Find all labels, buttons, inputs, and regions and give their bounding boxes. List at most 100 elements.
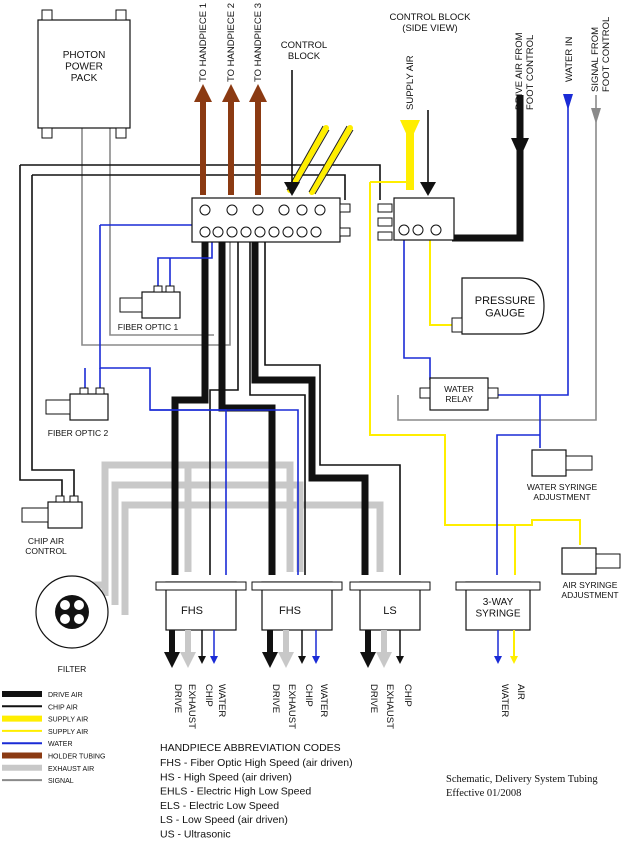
bottom-label-hp2-1: EXHAUST — [286, 684, 297, 729]
water-line-3 — [157, 240, 213, 295]
abbreviation-item-5: US - Ultrasonic — [160, 829, 231, 841]
abbreviation-item-0: FHS - Fiber Optic High Speed (air driven… — [160, 757, 353, 769]
exhaust-line-2 — [101, 461, 188, 596]
inlet-arrows — [284, 70, 601, 196]
footer: Schematic, Delivery System Tubing Effect… — [446, 774, 598, 799]
bottom-label-hp1-2: CHIP — [203, 684, 214, 707]
supply-air-arrowhead — [400, 120, 420, 142]
control-block-fittings — [199, 204, 326, 238]
chip-line-hp1 — [209, 240, 239, 575]
label-water-in: WATER IN — [564, 36, 575, 82]
drive-line-3 — [251, 240, 369, 575]
bottom-label-syringe-0: WATER — [499, 684, 510, 717]
water-line-in — [490, 95, 569, 396]
signal-line-1 — [81, 125, 231, 346]
fiber-optic-2-label: FIBER OPTIC 2 — [48, 428, 109, 438]
control-side-pointer — [420, 182, 436, 196]
chip-line-2 — [31, 175, 75, 500]
handpiece-2-label: FHS — [279, 605, 301, 617]
fiber-optic-2: FIBER OPTIC 2 — [45, 387, 109, 438]
legend-label-2: SUPPLY AIR — [48, 717, 88, 724]
water-line-relay — [403, 240, 431, 380]
arrowhead-hp3 — [249, 84, 267, 102]
handpiece-3: LS — [349, 581, 431, 631]
outlet-arrows — [164, 630, 518, 668]
control-block-pointer — [284, 182, 300, 196]
footer-line-1: Schematic, Delivery System Tubing — [446, 774, 598, 785]
control-block — [191, 197, 351, 243]
drive-air-arrowhead — [511, 138, 529, 158]
label-control-block-side: CONTROL BLOCK(SIDE VIEW) — [390, 12, 472, 34]
bottom-label-hp1-1: EXHAUST — [186, 684, 197, 729]
exhaust-line-1 — [184, 461, 294, 572]
supply-thin-3 — [429, 240, 455, 326]
legend-label-6: EXHAUST AIR — [48, 766, 94, 773]
top-labels: TO HANDPIECE 1 TO HANDPIECE 2 TO HANDPIE… — [198, 3, 612, 110]
drive-line-2 — [218, 240, 276, 575]
abbreviation-title: HANDPIECE ABBREVIATION CODES — [160, 742, 341, 754]
abbreviation-item-2: EHLS - Electric High Low Speed — [160, 786, 311, 798]
signal-line-3 — [397, 95, 597, 421]
fiber-optic-1-label: FIBER OPTIC 1 — [118, 322, 179, 332]
abbreviation-item-1: HS - High Speed (air driven) — [160, 771, 292, 783]
signal-line-2 — [109, 125, 214, 336]
label-signal-foot: SIGNAL FROMFOOT CONTROL — [590, 17, 612, 92]
bottom-label-hp2-3: WATER — [318, 684, 329, 717]
water-in-arrowhead — [563, 94, 573, 110]
abbreviation-list: FHS - Fiber Optic High Speed (air driven… — [160, 757, 353, 841]
arrowhead-hp1 — [194, 84, 212, 102]
chip-line-main — [20, 164, 381, 200]
bottom-label-hp2-0: DRIVE — [270, 684, 281, 713]
supply-thin-1 — [369, 182, 581, 545]
chip-line-hp3 — [264, 240, 401, 575]
label-to-handpiece-1: TO HANDPIECE 1 — [198, 3, 209, 82]
holder-arrowheads — [194, 84, 267, 102]
handpiece-1-label: FHS — [181, 605, 203, 617]
label-drive-air-foot: DRIVE AIR FROMFOOT CONTROL — [514, 32, 536, 110]
legend-label-1: CHIP AIR — [48, 704, 78, 711]
abbreviation-codes: HANDPIECE ABBREVIATION CODES FHS - Fiber… — [160, 742, 353, 841]
drive-foot-line — [452, 95, 524, 242]
legend-label-0: DRIVE AIR — [48, 692, 83, 699]
bottom-label-hp1-3: WATER — [216, 684, 227, 717]
control-block-side-view — [377, 197, 455, 241]
exhaust-line-3 — [111, 481, 304, 605]
bottom-label-hp3-0: DRIVE — [368, 684, 379, 713]
label-to-handpiece-2: TO HANDPIECE 2 — [226, 3, 237, 82]
label-supply-air: SUPPLY AIR — [405, 55, 416, 110]
abbreviation-item-4: LS - Low Speed (air driven) — [160, 814, 288, 826]
footer-line-2: Effective 01/2008 — [446, 788, 521, 799]
bottom-label-hp2-2: CHIP — [303, 684, 314, 707]
legend-label-5: HOLDER TUBING — [48, 754, 105, 761]
arrowhead-hp2 — [222, 84, 240, 102]
bottom-label-hp1-0: DRIVE — [172, 684, 183, 713]
tubing-layer — [19, 95, 597, 615]
water-line-1 — [99, 225, 299, 575]
chip-line-1 — [19, 165, 63, 500]
bottom-label-hp3-2: CHIP — [402, 684, 413, 707]
legend-label-4: WATER — [48, 741, 73, 748]
legend-label-7: SIGNAL — [48, 778, 74, 785]
bottom-label-syringe-1: AIR — [515, 684, 526, 700]
drive-line-1 — [171, 240, 209, 575]
supply-air-coil — [287, 125, 353, 195]
exhaust-line-4 — [121, 501, 384, 615]
abbreviation-item-3: ELS - Electric Low Speed — [160, 800, 279, 812]
fiber-optic-1: FIBER OPTIC 1 — [118, 285, 181, 332]
signal-arrowhead — [591, 108, 601, 124]
